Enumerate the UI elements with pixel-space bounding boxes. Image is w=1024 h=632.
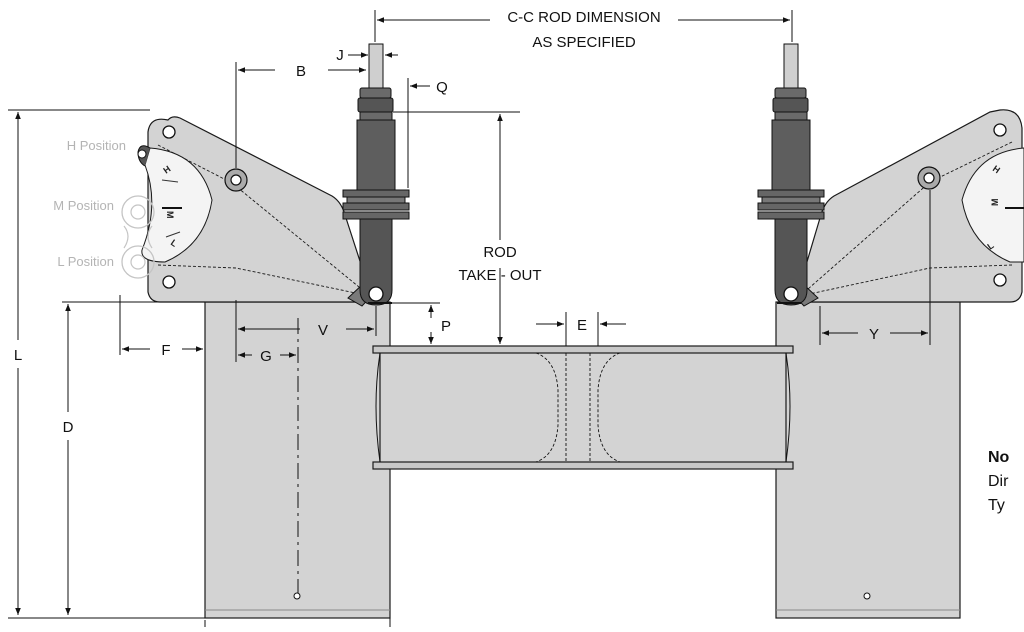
dimension-lines xyxy=(8,10,931,632)
right-rod-assembly xyxy=(757,43,825,306)
scale-letter-h-left: H xyxy=(161,164,172,176)
note-line-2: Ty xyxy=(988,497,1005,514)
scale-letter-m-left: M xyxy=(165,211,175,219)
left-spring-can xyxy=(204,301,391,619)
note-line-1: Dir xyxy=(988,473,1009,490)
dim-p-label: P xyxy=(441,318,451,335)
take-out-label: TAKE - OUT xyxy=(458,267,541,284)
dim-l-label: L xyxy=(14,347,22,364)
dim-b-label: B xyxy=(296,63,306,80)
cc-rod-dimension-label: C-C ROD DIMENSION xyxy=(507,9,660,26)
dim-j-label: J xyxy=(336,47,344,64)
scale-letter-m-right: M xyxy=(990,199,1000,207)
left-bell-crank xyxy=(137,116,371,303)
right-bell-crank xyxy=(797,109,1024,303)
rod-label: ROD xyxy=(483,244,517,261)
dim-d-label: D xyxy=(63,419,74,436)
cc-rod-specified-label: AS SPECIFIED xyxy=(532,34,636,51)
dim-q-label: Q xyxy=(436,79,448,96)
m-position-label: M Position xyxy=(53,198,114,213)
dim-f-label: F xyxy=(161,342,170,359)
dim-e-label: E xyxy=(577,317,587,334)
dim-v-label: V xyxy=(318,322,328,339)
dim-y-label: Y xyxy=(869,326,879,343)
l-position-label: L Position xyxy=(57,254,114,269)
right-spring-can xyxy=(775,301,961,619)
note-title: No xyxy=(988,449,1010,466)
dim-g-label: G xyxy=(260,348,272,365)
scale-letter-l-right: L xyxy=(985,240,996,252)
beam xyxy=(372,345,794,470)
scale-letter-h-right: H xyxy=(991,163,1002,175)
scale-letter-l-left: L xyxy=(169,237,180,249)
left-rod-assembly xyxy=(342,43,410,306)
position-indicator-ghosts xyxy=(121,195,155,279)
h-position-label: H Position xyxy=(67,138,126,153)
